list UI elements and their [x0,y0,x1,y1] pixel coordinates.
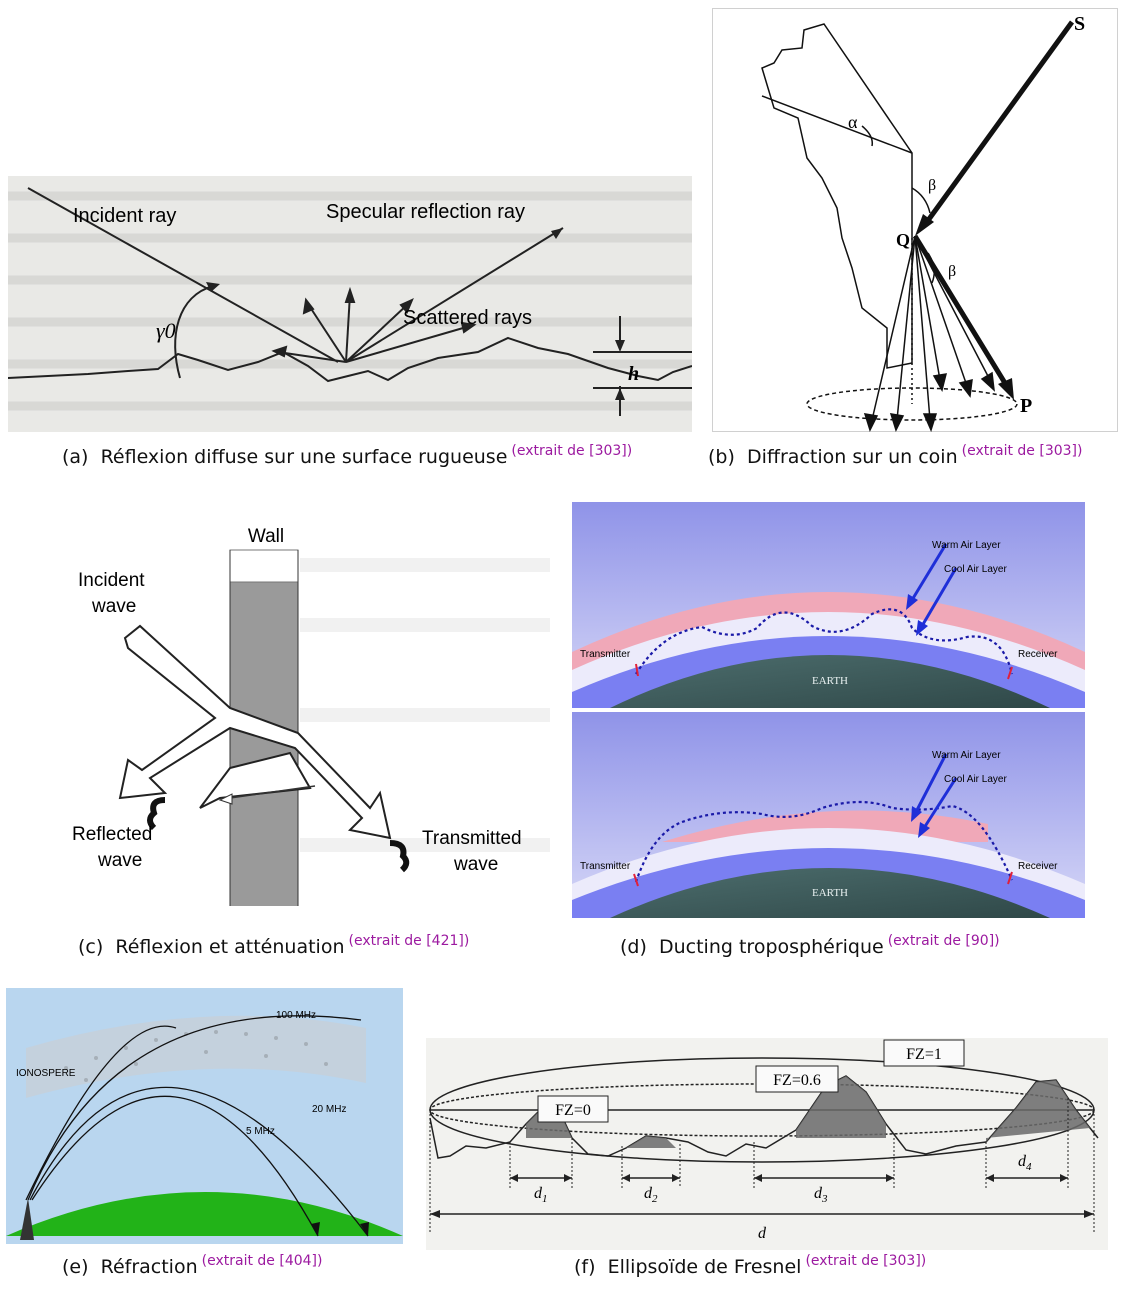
figure-a: Incident ray Specular reflection ray Sca… [8,176,692,432]
fz0-label: FZ=0 [555,1102,591,1119]
wall-reflection-diagram: Wall Incident wave Reflected wave Transm… [70,508,550,924]
warm-layer-label-bottom: Warm Air Layer [932,750,1001,761]
cool-layer-label-bottom: Cool Air Layer [944,774,1007,785]
h-label: h [628,363,639,385]
incident-wave-label-1: Incident [78,570,145,591]
caption-e: (e) Réfraction(extrait de [404]) [62,1253,323,1278]
specular-ray-label: Specular reflection ray [326,201,525,223]
earth-label-bottom: EARTH [812,887,848,899]
freq-5mhz-label: 5 MHz [246,1126,275,1137]
caption-f: (f) Ellipsoïde de Fresnel(extrait de [30… [574,1253,927,1278]
point-q-label: Q [896,230,910,250]
d-total-label: d [758,1225,767,1242]
refraction-diagram: IONOSPERE 100 MHz 20 MHz 5 MHz [6,988,403,1244]
ducting-diagram: Warm Air Layer Cool Air Layer Transmitte… [572,502,1085,918]
earth-label-top: EARTH [812,675,848,687]
point-p-label: P [1020,395,1032,417]
d2-label: d2 [644,1185,658,1205]
d1-label: d1 [534,1185,548,1205]
beta-upper-label: β [928,177,936,194]
transmitted-wave-label-1: Transmitted [422,828,522,849]
reflected-wave-label-1: Reflected [72,824,152,845]
alpha-label: α [848,112,858,132]
figure-b: S Q P α β β [712,8,1118,432]
freq-100mhz-label: 100 MHz [276,1010,316,1021]
caption-b: (b) Diffraction sur un coin(extrait de [… [708,443,1083,468]
rough-surface-diagram: Incident ray Specular reflection ray Sca… [8,176,692,432]
source-ref-c: (extrait de [421]) [348,933,470,949]
fz06-label: FZ=0.6 [773,1072,821,1089]
source-ref-b: (extrait de [303]) [961,443,1083,459]
point-s-label: S [1074,13,1085,35]
figure-c: Wall Incident wave Reflected wave Transm… [70,508,550,924]
source-ref-a: (extrait de [303]) [511,443,633,459]
d4-label: d4 [1018,1153,1032,1173]
source-ref-d: (extrait de [90]) [887,933,1000,949]
beta-lower-label: β [948,263,956,280]
incident-wave-label-2: wave [91,596,136,617]
d3-label: d3 [814,1185,828,1205]
figure-d: Warm Air Layer Cool Air Layer Transmitte… [572,502,1085,918]
fresnel-diagram: FZ=1 FZ=0.6 FZ=0 d1 d2 d3 d4 d [426,1038,1108,1250]
figure-f: FZ=1 FZ=0.6 FZ=0 d1 d2 d3 d4 d [426,1038,1108,1250]
source-ref-e: (extrait de [404]) [201,1253,323,1269]
transmitter-label-top: Transmitter [580,649,631,660]
receiver-label-bottom: Receiver [1018,861,1058,872]
ducting-upper: Warm Air Layer Cool Air Layer Transmitte… [572,502,1085,708]
ionosphere-label: IONOSPERE [16,1068,76,1079]
transmitter-label-bottom: Transmitter [580,861,631,872]
incident-ray-label: Incident ray [73,205,176,227]
reflected-wave-label-2: wave [97,850,142,871]
caption-a: (a) Réflexion diffuse sur une surface ru… [62,443,633,468]
caption-c: (c) Réflexion et atténuation(extrait de … [78,933,470,958]
transmitted-wave-label-2: wave [453,854,498,875]
source-ref-f: (extrait de [303]) [805,1253,927,1269]
cool-layer-label-top: Cool Air Layer [944,564,1007,575]
warm-layer-label-top: Warm Air Layer [932,540,1001,551]
figure-e: IONOSPERE 100 MHz 20 MHz 5 MHz [6,988,403,1244]
receiver-label-top: Receiver [1018,649,1058,660]
caption-d: (d) Ducting troposphérique(extrait de [9… [620,933,1000,958]
gamma-label: γ0 [156,318,176,343]
ducting-lower: Warm Air Layer Cool Air Layer Transmitte… [572,712,1085,918]
fz1-label: FZ=1 [906,1046,942,1063]
freq-20mhz-label: 20 MHz [312,1104,346,1115]
wedge-diffraction-diagram: S Q P α β β [712,8,1118,432]
scattered-rays-label: Scattered rays [403,307,532,329]
wall-label: Wall [248,526,284,547]
